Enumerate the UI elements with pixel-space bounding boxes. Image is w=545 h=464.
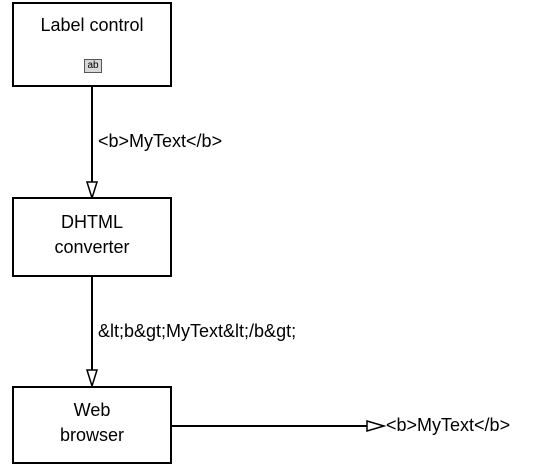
- edge-label-converter-to-browser: &lt;b&gt;MyText&lt;/b&gt;: [98, 321, 297, 341]
- label-control-node: Label control ab: [12, 2, 172, 87]
- web-browser-line2: browser: [59, 425, 125, 445]
- label-control-title: Label control: [40, 15, 144, 35]
- dhtml-converter-node: DHTML converter: [12, 197, 172, 277]
- edge-label-browser-output: <b>MyText</b>: [386, 415, 511, 435]
- ab-textbox-icon: ab: [84, 59, 102, 73]
- edge-control-to-converter-arrowhead: [85, 181, 99, 201]
- dhtml-converter-line2: converter: [54, 237, 130, 257]
- dhtml-converter-line1: DHTML: [61, 212, 123, 232]
- web-browser-line1: Web: [73, 400, 111, 420]
- web-browser-node: Web browser: [12, 386, 172, 464]
- edge-label-control-to-converter: <b>MyText</b>: [98, 131, 223, 151]
- edge-browser-output-arrowhead: [366, 419, 387, 433]
- edge-converter-to-browser-arrowhead: [85, 369, 99, 389]
